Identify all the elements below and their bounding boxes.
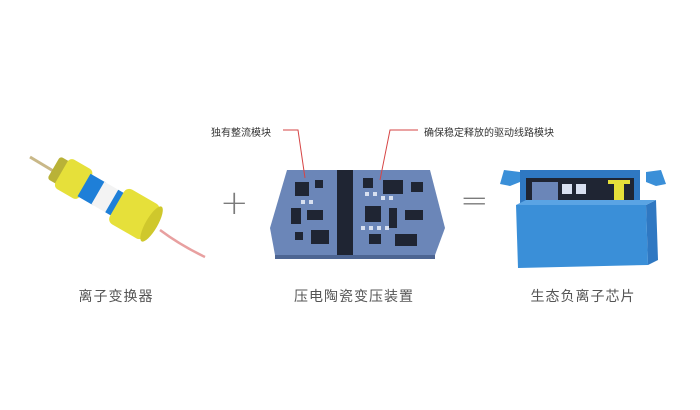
- transformer-wire: [159, 228, 206, 259]
- annotation-leader-left: [283, 129, 306, 179]
- annotation-rectifier-module: 独有整流模块: [211, 128, 271, 139]
- plus-operator: +: [220, 183, 249, 223]
- caption-piezo-transformer: 压电陶瓷变压装置: [294, 289, 414, 305]
- equals-operator: =: [460, 181, 489, 221]
- annotation-leader-right: [379, 129, 418, 181]
- ion-chip-illustration: [500, 170, 666, 268]
- ion-transformer-illustration: [29, 155, 206, 259]
- caption-ion-transformer: 离子变换器: [78, 289, 154, 305]
- annotation-driver-module: 确保稳定释放的驱动线路模块: [424, 128, 554, 139]
- piezo-board-illustration: [270, 170, 445, 259]
- caption-ion-chip: 生态负离子芯片: [530, 289, 636, 305]
